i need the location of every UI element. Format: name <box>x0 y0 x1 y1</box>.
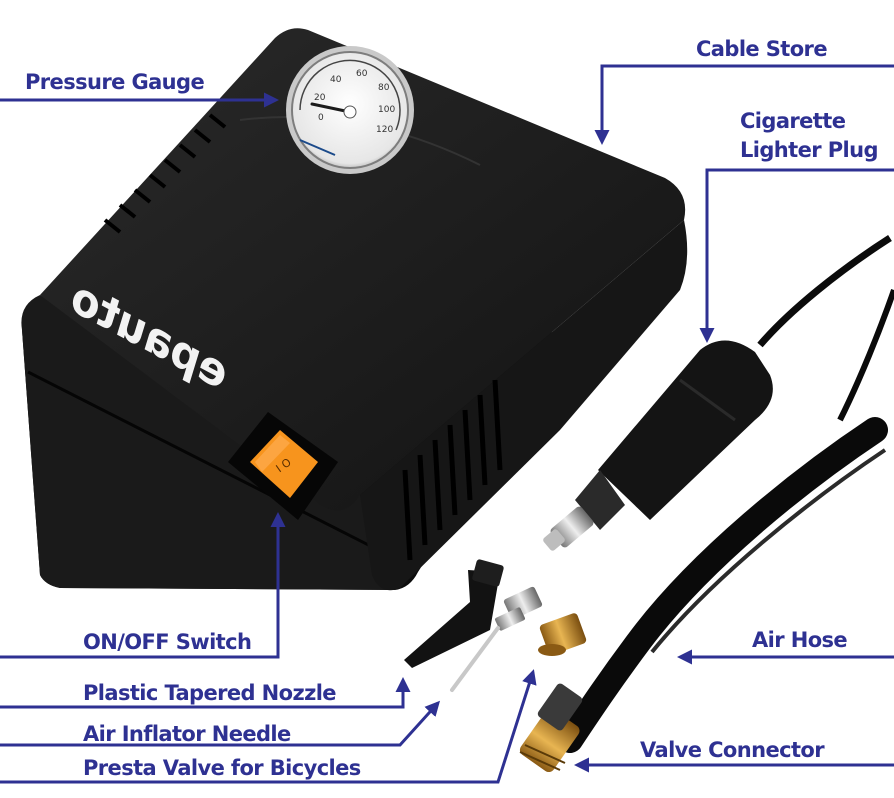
leader-lines <box>0 64 894 784</box>
power-switch: I O <box>228 412 338 520</box>
leader-presta-valve <box>0 669 537 784</box>
leader-cigarette-plug <box>699 168 894 343</box>
label-presta-valve: Presta Valve for Bicycles <box>83 756 361 780</box>
gauge-tick: 60 <box>356 69 368 79</box>
leader-on-off-switch <box>0 512 286 659</box>
gauge-tick: 100 <box>378 105 395 115</box>
compressor-body <box>21 28 688 591</box>
leader-air-needle <box>0 700 441 747</box>
gauge-tick: 0 <box>318 113 324 123</box>
cigarette-lighter-plug <box>543 235 892 551</box>
label-cable-store: Cable Store <box>696 37 828 61</box>
valve-connector <box>519 683 583 773</box>
label-cigarette-plug-line2: Lighter Plug <box>740 138 878 162</box>
gauge-tick: 120 <box>376 125 393 135</box>
plastic-nozzle <box>404 559 504 668</box>
presta-adapter <box>538 613 587 656</box>
label-air-needle: Air Inflator Needle <box>83 722 291 746</box>
front-vents <box>402 379 503 561</box>
gauge-tick: 80 <box>378 83 390 93</box>
label-pressure-gauge: Pressure Gauge <box>25 70 205 94</box>
label-cigarette-plug-line1: Cigarette <box>740 109 846 133</box>
gauge-tick: 40 <box>330 75 342 85</box>
inflator-needle <box>450 586 543 692</box>
label-valve-connector: Valve Connector <box>640 738 825 762</box>
label-plastic-nozzle: Plastic Tapered Nozzle <box>83 681 337 705</box>
label-air-hose: Air Hose <box>752 628 848 652</box>
air-hose <box>557 289 894 753</box>
top-vents <box>103 113 227 234</box>
label-on-off-switch: ON/OFF Switch <box>83 630 252 654</box>
gauge-tick: 20 <box>314 93 326 103</box>
leader-plastic-nozzle <box>0 677 411 709</box>
pressure-gauge: 0 20 40 60 80 100 120 <box>286 46 414 174</box>
leader-cable-store <box>594 64 894 145</box>
